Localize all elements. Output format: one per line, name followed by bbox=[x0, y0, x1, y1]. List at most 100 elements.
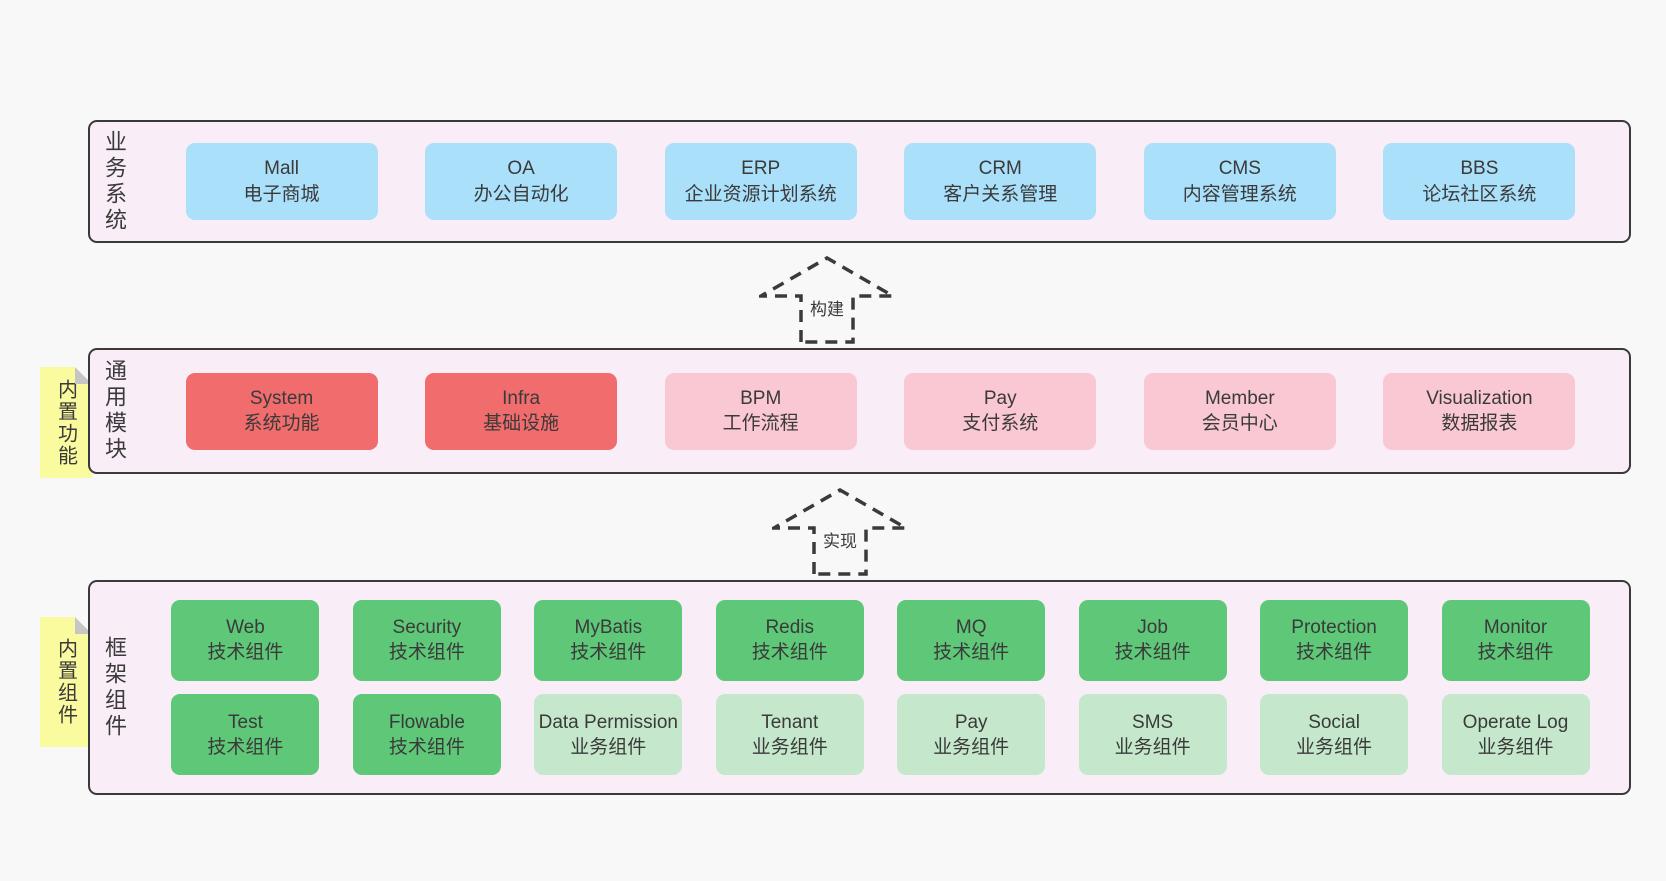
panel-label-text: 业务系统 bbox=[102, 129, 127, 234]
arrow-label: 构建 bbox=[807, 294, 847, 321]
box-subtitle: 业务组件 bbox=[1477, 736, 1554, 758]
box-name: System bbox=[249, 387, 314, 409]
box-subtitle: 技术组件 bbox=[1114, 642, 1191, 664]
box-name: Security bbox=[392, 617, 462, 639]
box-subtitle: 技术组件 bbox=[207, 642, 284, 664]
box-bbs: BBS 论坛社区系统 bbox=[1383, 143, 1576, 220]
box-name: OA bbox=[507, 158, 535, 180]
box-name: Protection bbox=[1291, 617, 1377, 639]
box-social: Social 业务组件 bbox=[1260, 694, 1409, 776]
box-subtitle: 办公自动化 bbox=[473, 183, 569, 205]
box-erp: ERP 企业资源计划系统 bbox=[664, 143, 857, 220]
box-name: Monitor bbox=[1483, 617, 1548, 639]
box-subtitle: 技术组件 bbox=[1477, 642, 1554, 664]
box-name: Mall bbox=[264, 158, 299, 180]
box-name: BBS bbox=[1460, 158, 1499, 180]
box-name: Flowable bbox=[388, 711, 465, 733]
box-pay: Pay 业务组件 bbox=[897, 694, 1046, 776]
sticky-note-builtin-features: 内置功能 bbox=[40, 367, 92, 478]
box-subtitle: 技术组件 bbox=[207, 736, 284, 758]
panel-label-text: 通用模块 bbox=[102, 359, 127, 463]
box-name: SMS bbox=[1132, 711, 1174, 733]
box-name: Infra bbox=[502, 387, 541, 409]
box-sms: SMS 业务组件 bbox=[1078, 694, 1227, 776]
box-name: Operate Log bbox=[1462, 711, 1569, 733]
box-pay: Pay 支付系统 bbox=[904, 372, 1097, 450]
box-system: System 系统功能 bbox=[185, 372, 378, 450]
box-name: Test bbox=[228, 711, 263, 733]
panel-label: 框架组件 bbox=[90, 582, 138, 793]
box-name: Social bbox=[1308, 711, 1360, 733]
box-name: Data Permission bbox=[538, 711, 678, 733]
box-name: ERP bbox=[741, 158, 781, 180]
box-operate-log: Operate Log 业务组件 bbox=[1441, 694, 1590, 776]
block-arrow-shape bbox=[759, 256, 895, 344]
sticky-note-builtin-components: 内置组件 bbox=[40, 617, 92, 747]
box-bpm: BPM 工作流程 bbox=[664, 372, 857, 450]
box-name: CMS bbox=[1218, 158, 1261, 180]
box-subtitle: 技术组件 bbox=[751, 642, 828, 664]
box-name: MQ bbox=[955, 617, 987, 639]
box-cms: CMS 内容管理系统 bbox=[1143, 143, 1336, 220]
box-subtitle: 电子商城 bbox=[243, 183, 320, 205]
box-subtitle: 技术组件 bbox=[1296, 642, 1373, 664]
box-subtitle: 工作流程 bbox=[722, 413, 799, 434]
box-name: Job bbox=[1137, 617, 1168, 639]
box-name: Visualization bbox=[1426, 387, 1533, 409]
box-name: Pay bbox=[983, 387, 1017, 409]
sticky-tab-text: 内置功能 bbox=[54, 378, 77, 467]
box-subtitle: 业务组件 bbox=[933, 736, 1010, 758]
box-name: Web bbox=[226, 617, 265, 639]
sticky-tab-text: 内置组件 bbox=[54, 638, 77, 726]
block-arrow-shape bbox=[772, 488, 908, 576]
box-subtitle: 技术组件 bbox=[388, 736, 465, 758]
build-arrow: 构建 bbox=[759, 256, 895, 344]
panel-label: 通用模块 bbox=[90, 350, 138, 472]
box-monitor: Monitor 技术组件 bbox=[1441, 599, 1590, 681]
box-protection: Protection 技术组件 bbox=[1260, 599, 1409, 681]
box-subtitle: 企业资源计划系统 bbox=[684, 183, 837, 205]
box-tenant: Tenant 业务组件 bbox=[715, 694, 864, 776]
box-subtitle: 论坛社区系统 bbox=[1422, 183, 1537, 205]
panel-label-text: 框架组件 bbox=[102, 635, 127, 740]
box-subtitle: 内容管理系统 bbox=[1182, 183, 1297, 205]
box-security: Security 技术组件 bbox=[352, 599, 501, 681]
box-mq: MQ 技术组件 bbox=[897, 599, 1046, 681]
panel-label: 业务系统 bbox=[90, 122, 138, 241]
box-test: Test 技术组件 bbox=[171, 694, 320, 776]
box-mybatis: MyBatis 技术组件 bbox=[534, 599, 683, 681]
box-subtitle: 业务组件 bbox=[570, 736, 647, 758]
box-subtitle: 支付系统 bbox=[962, 413, 1039, 434]
box-subtitle: 业务组件 bbox=[1114, 736, 1191, 758]
box-name: Pay bbox=[954, 711, 988, 733]
box-subtitle: 系统功能 bbox=[243, 413, 320, 434]
box-subtitle: 会员中心 bbox=[1201, 413, 1278, 434]
box-data-permission: Data Permission 业务组件 bbox=[534, 694, 683, 776]
box-subtitle: 技术组件 bbox=[570, 642, 647, 664]
box-name: Tenant bbox=[761, 711, 819, 733]
box-name: MyBatis bbox=[574, 617, 643, 639]
box-subtitle: 技术组件 bbox=[388, 642, 465, 664]
box-subtitle: 业务组件 bbox=[751, 736, 828, 758]
box-subtitle: 数据报表 bbox=[1441, 413, 1518, 434]
box-name: CRM bbox=[978, 158, 1022, 180]
box-visualization: Visualization 数据报表 bbox=[1383, 372, 1576, 450]
box-oa: OA 办公自动化 bbox=[425, 143, 618, 220]
box-subtitle: 技术组件 bbox=[933, 642, 1010, 664]
box-job: Job 技术组件 bbox=[1078, 599, 1227, 681]
box-redis: Redis 技术组件 bbox=[715, 599, 864, 681]
box-name: BPM bbox=[740, 387, 782, 409]
arrow-label: 实现 bbox=[820, 526, 860, 553]
box-name: Redis bbox=[765, 617, 815, 639]
box-subtitle: 业务组件 bbox=[1296, 736, 1373, 758]
box-flowable: Flowable 技术组件 bbox=[352, 694, 501, 776]
